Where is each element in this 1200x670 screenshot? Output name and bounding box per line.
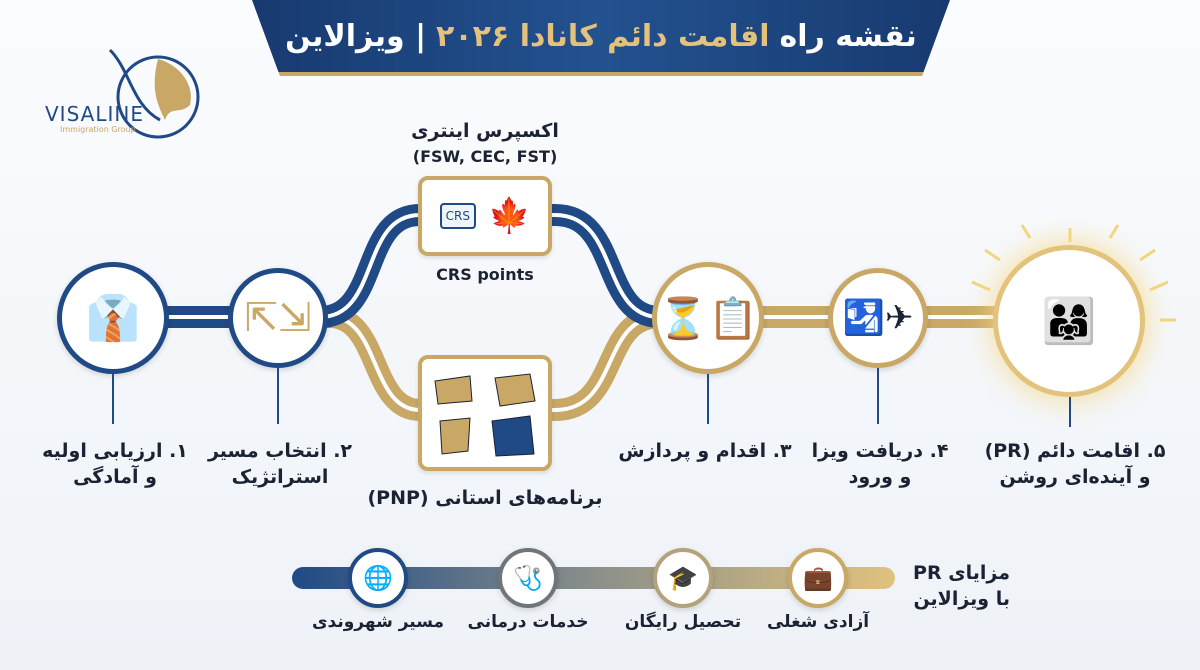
step-5-stem <box>1069 397 1071 427</box>
canada-provinces-icon <box>434 372 536 457</box>
title-part1: نقشه راه <box>779 18 917 54</box>
family-pr-card-icon: 👨‍👩‍👧 <box>1041 296 1097 347</box>
title-banner: نقشه راه اقامت دائم کانادا ۲۰۲۶ | ویزالا… <box>252 0 950 76</box>
benefits-bar <box>292 567 895 589</box>
pnp-caption: برنامه‌های استانی (PNP) <box>367 487 603 509</box>
step-2-stem <box>277 368 279 424</box>
applicant-documents-icon: 👔 <box>85 293 141 344</box>
split-arrows-icon: ⇱⇲ <box>244 295 312 341</box>
express-title: اکسپرس اینتری <box>411 120 559 142</box>
crs-points-caption: CRS points <box>436 265 534 284</box>
step-2-circle: ⇱⇲ <box>228 268 328 368</box>
step-3-line1: ۳. اقدام و پردازش <box>618 440 792 462</box>
graduation-cap-icon: 🎓 <box>653 548 713 608</box>
title-part3: | ویزالاین <box>285 18 427 54</box>
step-5-circle: 👨‍👩‍👧 <box>993 245 1145 397</box>
medical-kit-icon: 🩺 <box>498 548 558 608</box>
sun-rays <box>971 224 1176 322</box>
benefit-label: خدمات درمانی <box>467 612 589 632</box>
logo-tagline: Immigration Group <box>60 125 136 134</box>
express-subtitle: (FSW, CEC, FST) <box>412 147 558 166</box>
step-2-line1: ۲. انتخاب مسیر <box>207 440 353 462</box>
benefit-label: مسیر شهروندی <box>311 612 445 632</box>
hourglass-checklist-icon: ⏳📋 <box>658 295 758 342</box>
step-1-line1: ۱. ارزیابی اولیه <box>42 440 188 462</box>
step-1-stem <box>112 374 114 424</box>
step-3-stem <box>707 374 709 424</box>
step-3-label: ۳. اقدام و پردازش <box>610 438 800 464</box>
step-1-circle: 👔 <box>57 262 169 374</box>
step-5-line1: ۵. اقامت دائم (PR) <box>984 440 1166 462</box>
visaline-logo: VISALINE Immigration Group <box>40 45 200 150</box>
pnp-box <box>418 355 552 471</box>
step-2-line2: استراتژیک <box>231 466 329 488</box>
step-2-label: ۲. انتخاب مسیر استراتژیک <box>195 438 365 490</box>
step-3-circle: ⏳📋 <box>652 262 764 374</box>
benefits-heading: مزایای PR با ویزالاین <box>890 560 1010 612</box>
step-4-circle: 🛂✈ <box>828 268 928 368</box>
step-5-label: ۵. اقامت دائم (PR) و آینده‌ای روشن <box>975 438 1175 490</box>
passport-plane-icon: 🛂✈ <box>842 298 914 338</box>
step-4-line1: ۴. دریافت ویزا <box>811 440 949 462</box>
step-4-stem <box>877 368 879 424</box>
briefcase-icon: 💼 <box>788 548 848 608</box>
express-entry-box: CRS 🍁 <box>418 176 552 256</box>
step-1-label: ۱. ارزیابی اولیه و آمادگی <box>30 438 200 490</box>
step-4-line2: و ورود <box>848 466 912 488</box>
step-1-line2: و آمادگی <box>73 466 157 488</box>
logo-name: VISALINE <box>45 102 144 126</box>
step-5-line2: و آینده‌ای روشن <box>999 466 1151 488</box>
crs-badge: CRS <box>439 203 476 229</box>
maple-leaf-icon: 🍁 <box>488 196 531 236</box>
benefit-label: آزادی شغلی <box>766 612 870 632</box>
title-part2: اقامت دائم کانادا ۲۰۲۶ <box>436 18 770 54</box>
benefits-heading-1: مزایای PR <box>913 562 1010 584</box>
globe-hand-icon: 🌐 <box>348 548 408 608</box>
step-4-label: ۴. دریافت ویزا و ورود <box>800 438 960 490</box>
benefits-heading-2: با ویزالاین <box>913 588 1010 610</box>
benefit-label: تحصیل رایگان <box>624 612 742 632</box>
